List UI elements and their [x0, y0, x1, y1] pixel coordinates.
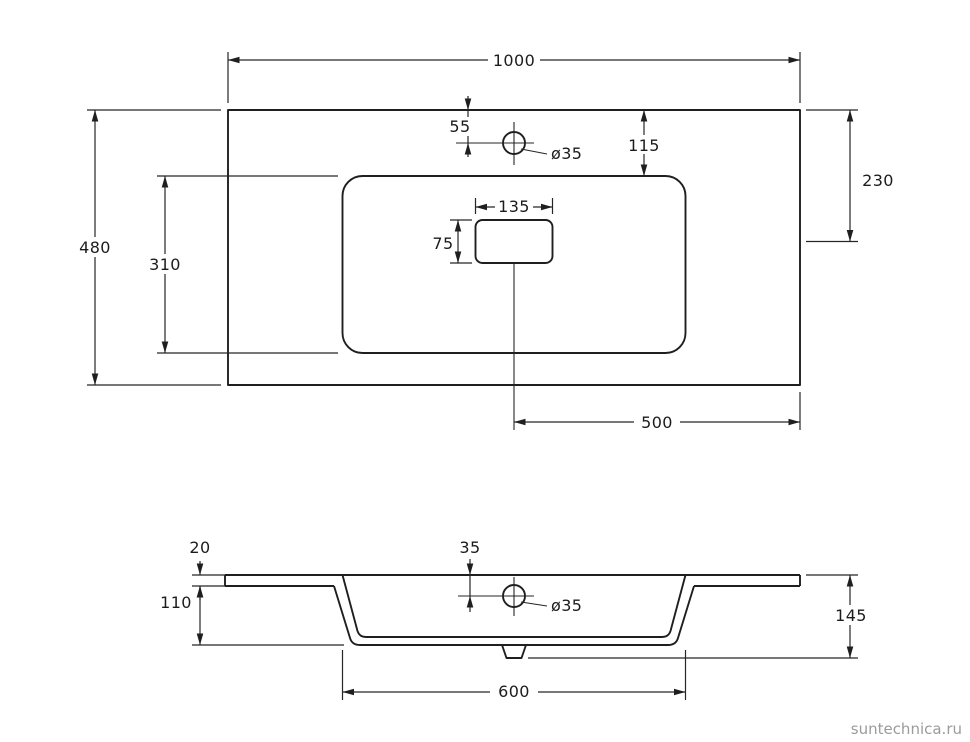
- dimension-label: 115: [628, 136, 660, 155]
- label-backing: [634, 412, 680, 432]
- dimension-label: 135: [498, 197, 530, 216]
- dimension-label: 110: [160, 593, 192, 612]
- dim-basin-top-offset: 115: [625, 110, 663, 176]
- faucet-leader-line: [520, 148, 548, 155]
- dimension-label: 1000: [493, 51, 535, 70]
- drain-outlet: [501, 644, 527, 659]
- dim-bowl-depth: 110: [160, 586, 344, 646]
- label-backing: [145, 254, 185, 274]
- dimension-label: 310: [149, 255, 181, 274]
- label-backing: [830, 605, 872, 625]
- dimension-label: 55: [449, 117, 470, 136]
- label-backing: [495, 197, 533, 216]
- label-backing: [490, 681, 538, 701]
- dim-drain-width: 135: [474, 197, 554, 216]
- dimension-label: 145: [835, 606, 867, 625]
- dim-drain-height: 75: [432, 219, 472, 264]
- dimension-label: 500: [641, 413, 673, 432]
- label-backing: [446, 117, 473, 136]
- label-backing: [488, 50, 540, 70]
- dim-hole-offset: 35: [459, 538, 480, 612]
- dim-total-height: 145: [528, 574, 872, 659]
- dim-overall-width: 1000: [227, 50, 801, 103]
- label-backing: [625, 135, 663, 154]
- faucet-diameter-label: ø35: [551, 596, 582, 615]
- top-view: ø35 1000 480 310 55: [75, 50, 894, 432]
- dimension-label: 20: [189, 538, 210, 557]
- dim-basin-depth: 310: [145, 175, 338, 354]
- dimension-label: 230: [862, 171, 894, 190]
- label-backing: [75, 237, 115, 257]
- section-view: ø35 20 35 110 145: [160, 538, 872, 701]
- dimension-label: 600: [498, 682, 530, 701]
- watermark: suntechnica.ru: [851, 720, 962, 738]
- dim-rim-thickness: 20: [189, 538, 225, 600]
- faucet-leader-line: [520, 601, 548, 607]
- dim-overall-depth: 480: [75, 109, 221, 386]
- dimension-label: 35: [459, 538, 480, 557]
- faucet-diameter-label: ø35: [551, 144, 582, 163]
- dim-edge-to-center: 230: [806, 109, 894, 243]
- dim-hole-offset: 55: [446, 96, 473, 157]
- dim-bowl-width: 600: [341, 650, 687, 701]
- dimension-label: 75: [432, 234, 453, 253]
- bowl-inner-profile: [341, 574, 687, 638]
- dimension-label: 480: [79, 238, 111, 257]
- drain-outline: [474, 219, 554, 264]
- dim-center-to-edge: 500: [513, 263, 801, 432]
